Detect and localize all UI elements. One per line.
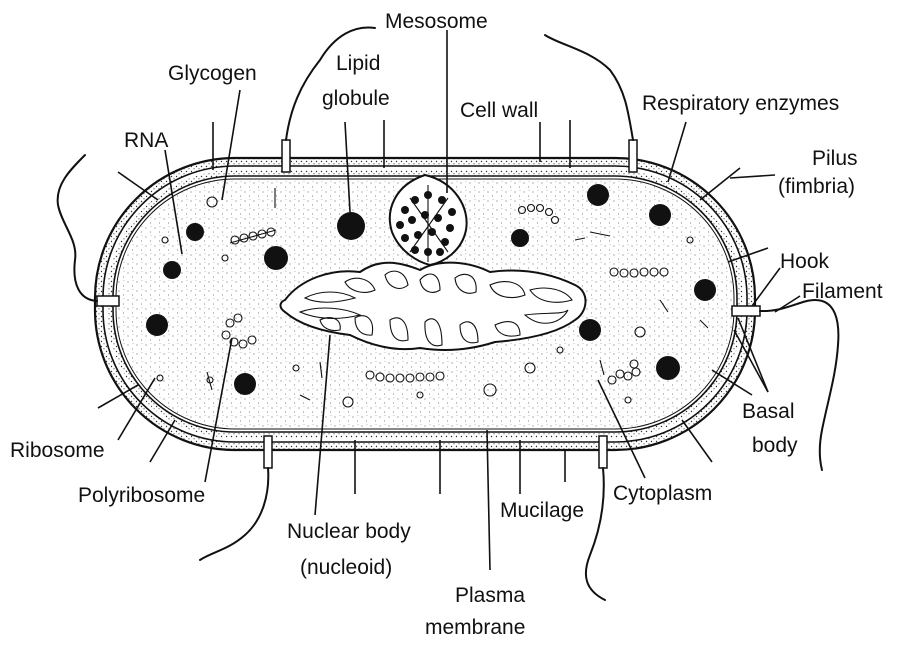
pilus: [682, 420, 712, 462]
label-nuclear-body-line1: Nuclear body: [287, 520, 411, 543]
label-plasma-membrane-line2: membrane: [425, 616, 525, 639]
label-pilus-line2: (fimbria): [778, 175, 855, 198]
label-lipid-globule-line1: Lipid: [336, 52, 380, 75]
label-basal-body-line2: body: [752, 434, 798, 457]
label-ribosome: Ribosome: [10, 439, 105, 462]
label-plasma-membrane-line1: Plasma: [455, 584, 525, 607]
label-filament: Filament: [802, 280, 883, 303]
label-basal-body-line1: Basal: [742, 400, 795, 423]
leader-hook: [752, 268, 780, 306]
label-hook: Hook: [780, 250, 830, 273]
label-lipid-globule-line2: globule: [322, 87, 390, 110]
label-pilus-line1: Pilus: [812, 147, 858, 170]
label-cell-wall: Cell wall: [460, 99, 538, 122]
label-respiratory-enzymes: Respiratory enzymes: [642, 92, 839, 115]
label-cytoplasm: Cytoplasm: [613, 482, 712, 505]
pilus: [700, 168, 740, 200]
leader-pilus: [730, 175, 775, 178]
label-glycogen: Glycogen: [168, 62, 257, 85]
label-rna: RNA: [124, 129, 168, 152]
label-nuclear-body-line2: (nucleoid): [300, 556, 392, 579]
label-mesosome: Mesosome: [385, 10, 488, 33]
label-mucilage: Mucilage: [500, 499, 584, 522]
label-polyribosome: Polyribosome: [78, 484, 205, 507]
